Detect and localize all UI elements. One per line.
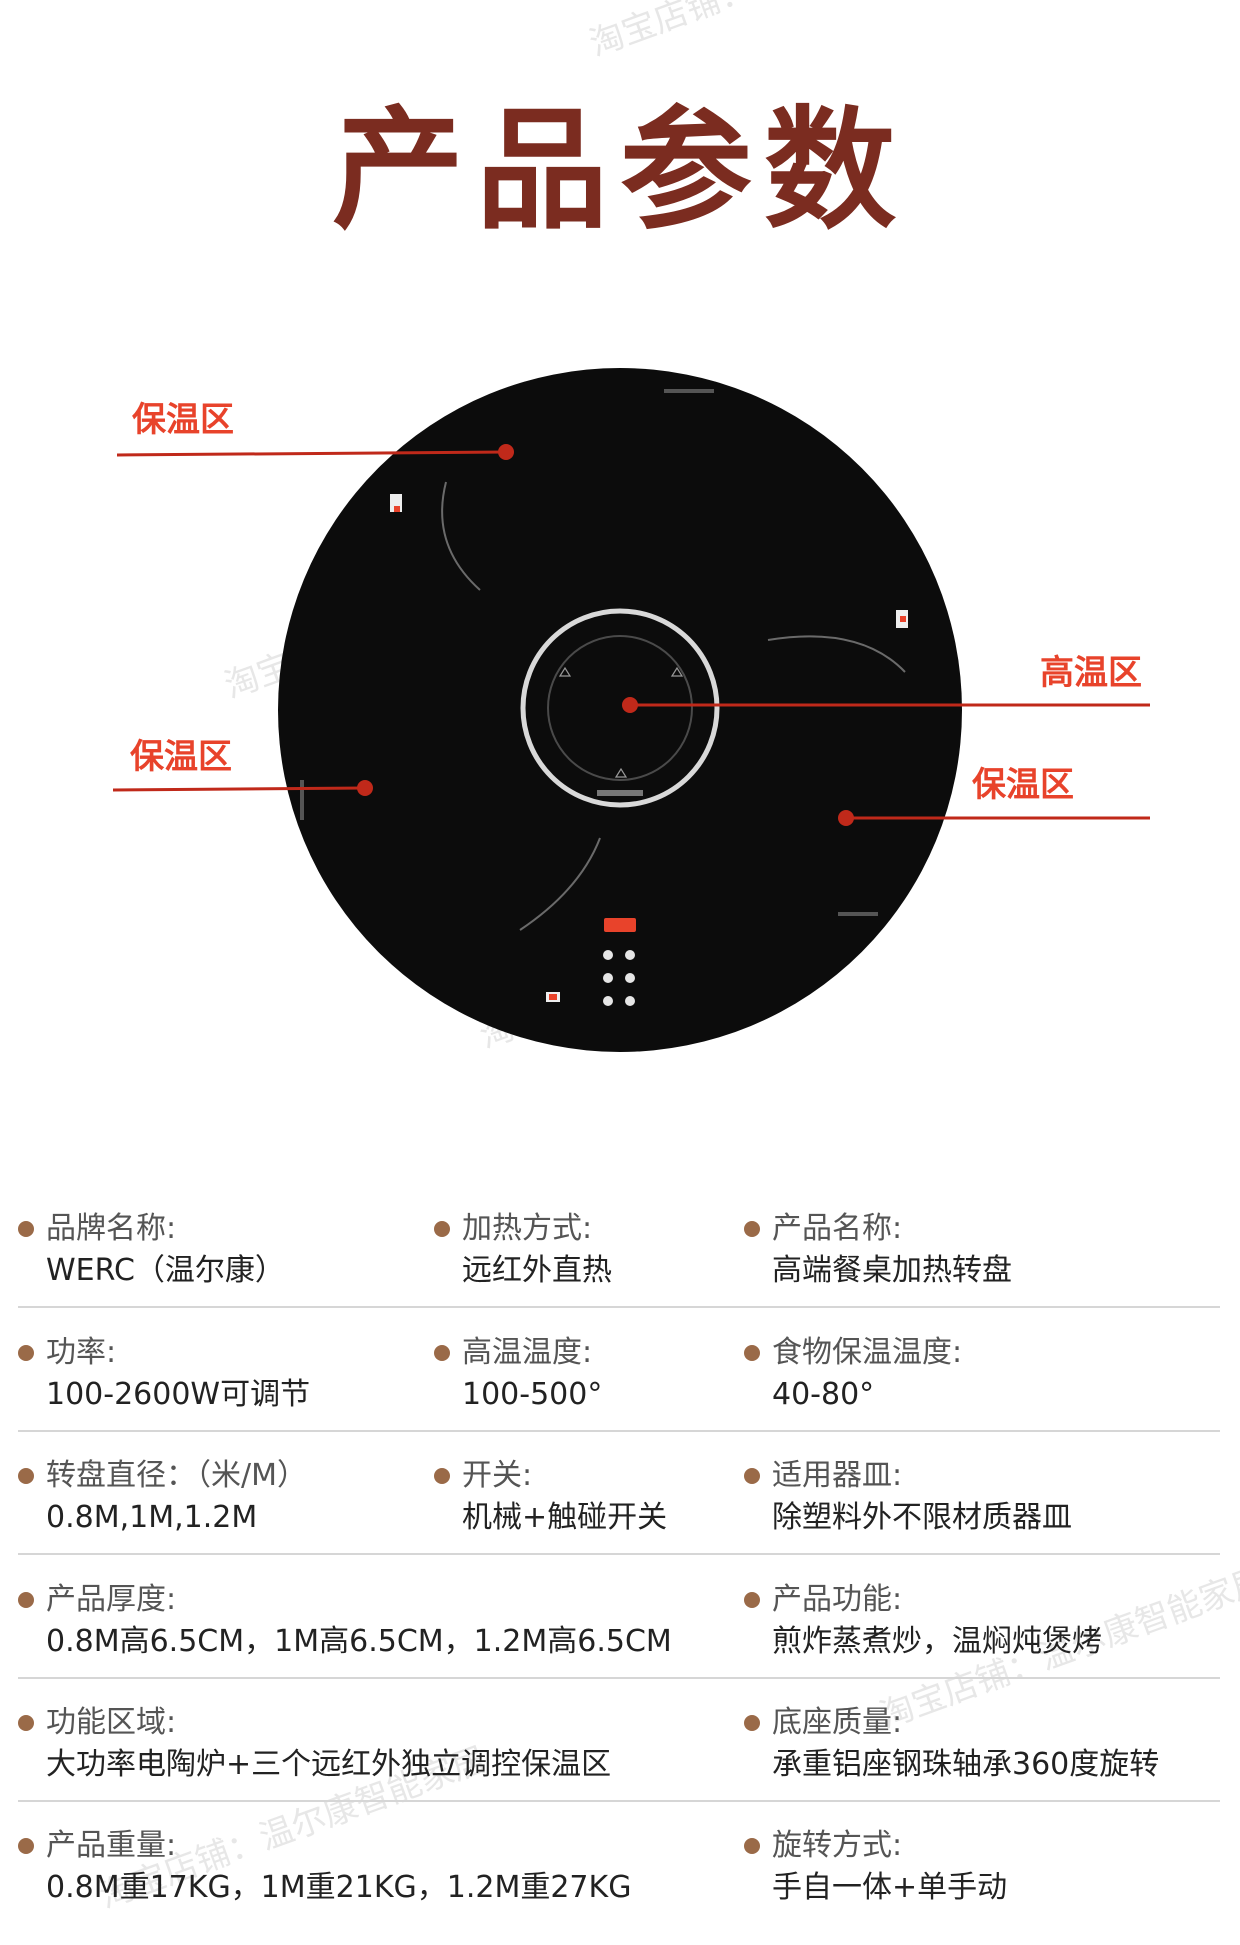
temperature-display xyxy=(604,918,636,932)
bullet-dot xyxy=(744,1715,760,1731)
zone-label-right: 保温区 xyxy=(972,765,1074,805)
row-divider xyxy=(18,1677,1220,1679)
callout-dot xyxy=(838,810,854,826)
zone-label-left: 保温区 xyxy=(130,737,232,777)
callout-dot xyxy=(357,780,373,796)
spec-value: 煎炸蒸煮炒，温焖炖煲烤 xyxy=(772,1624,1102,1659)
spec-label: 品牌名称: xyxy=(46,1211,177,1246)
control-buttons xyxy=(603,950,635,1006)
bullet-dot xyxy=(434,1468,450,1484)
spec-label: 开关: xyxy=(462,1458,533,1493)
row-divider xyxy=(18,1306,1220,1308)
bullet-dot xyxy=(744,1592,760,1608)
bullet-dot xyxy=(744,1221,760,1237)
bullet-dot xyxy=(434,1345,450,1361)
callout-dot xyxy=(498,444,514,460)
zone-indicator-icon xyxy=(549,994,557,1000)
spec-row: 转盘直径：（米/M） 0.8M,1M,1.2M 开关: 机械+触碰开关 适用器皿… xyxy=(18,1451,1220,1575)
spec-row: 功率: 100-2600W可调节 高温温度: 100-500° 食物保温温度: … xyxy=(18,1328,1220,1452)
edge-print xyxy=(300,780,304,820)
warming-zone-arc xyxy=(441,481,481,591)
bullet-dot xyxy=(18,1592,34,1608)
bullet-dot xyxy=(18,1715,34,1731)
spec-value: 承重铝座钢珠轴承360度旋转 xyxy=(772,1747,1160,1782)
bullet-dot xyxy=(744,1838,760,1854)
warming-zone-arc xyxy=(767,635,906,673)
spec-value: 0.8M重17KG，1M重21KG，1.2M重27KG xyxy=(46,1870,632,1905)
spec-value: 0.8M高6.5CM，1M高6.5CM，1.2M高6.5CM xyxy=(46,1624,672,1659)
spec-label: 底座质量: xyxy=(772,1705,903,1740)
spec-label: 产品重量: xyxy=(46,1828,177,1863)
spec-row: 产品厚度: 0.8M高6.5CM，1M高6.5CM，1.2M高6.5CM 产品功… xyxy=(18,1575,1220,1699)
spec-value: 手自一体+单手动 xyxy=(772,1870,1008,1905)
spec-row: 功能区域: 大功率电陶炉+三个远红外独立调控保温区 底座质量: 承重铝座钢珠轴承… xyxy=(18,1698,1220,1822)
spec-value: 机械+触碰开关 xyxy=(462,1500,668,1535)
spec-label: 转盘直径：（米/M） xyxy=(46,1458,307,1493)
spec-value: WERC（温尔康） xyxy=(46,1253,285,1288)
spec-value: 远红外直热 xyxy=(462,1253,612,1288)
zone-label-top-left: 保温区 xyxy=(132,400,234,440)
row-divider xyxy=(18,1553,1220,1555)
spec-label: 功率: xyxy=(46,1335,117,1370)
high-temp-ring xyxy=(520,608,720,808)
spec-label: 产品厚度: xyxy=(46,1582,177,1617)
warning-triangle-icon xyxy=(670,666,684,677)
bullet-dot xyxy=(18,1221,34,1237)
bullet-dot xyxy=(18,1838,34,1854)
row-divider xyxy=(18,1800,1220,1802)
page-title: 产品参数 xyxy=(332,94,908,248)
warning-triangle-icon xyxy=(558,666,572,677)
brand-mark xyxy=(597,790,643,796)
callout-line-left xyxy=(112,786,366,792)
zone-indicator-icon xyxy=(394,506,400,512)
spec-value: 100-2600W可调节 xyxy=(46,1377,311,1412)
callout-line-top-left xyxy=(116,450,507,457)
spec-label: 高温温度: xyxy=(462,1335,593,1370)
spec-label: 功能区域: xyxy=(46,1705,177,1740)
bullet-dot xyxy=(434,1221,450,1237)
edge-print xyxy=(838,912,878,916)
zone-indicator-icon xyxy=(900,616,906,622)
callout-dot xyxy=(622,697,638,713)
spec-value: 高端餐桌加热转盘 xyxy=(772,1253,1012,1288)
spec-value: 100-500° xyxy=(462,1377,603,1412)
spec-label: 产品名称: xyxy=(772,1211,903,1246)
spec-value: 大功率电陶炉+三个远红外独立调控保温区 xyxy=(46,1747,612,1782)
bullet-dot xyxy=(18,1345,34,1361)
warning-triangle-icon xyxy=(614,767,628,778)
product-diagram: 保温区 保温区 高温区 保温区 xyxy=(112,368,1150,1052)
row-divider xyxy=(18,1430,1220,1432)
edge-print xyxy=(664,389,714,393)
spec-value: 除塑料外不限材质器皿 xyxy=(772,1500,1072,1535)
spec-label: 适用器皿: xyxy=(772,1458,903,1493)
spec-value: 40-80° xyxy=(772,1377,875,1412)
spec-label: 旋转方式: xyxy=(772,1828,903,1863)
spec-value: 0.8M,1M,1.2M xyxy=(46,1500,258,1535)
spec-label: 加热方式: xyxy=(462,1211,593,1246)
bullet-dot xyxy=(18,1468,34,1484)
bullet-dot xyxy=(744,1345,760,1361)
spec-row: 品牌名称: WERC（温尔康） 加热方式: 远红外直热 产品名称: 高端餐桌加热… xyxy=(18,1204,1220,1328)
bullet-dot xyxy=(744,1468,760,1484)
spec-label: 食物保温温度: xyxy=(772,1335,963,1370)
spec-row: 产品重量: 0.8M重17KG，1M重21KG，1.2M重27KG 旋转方式: … xyxy=(18,1821,1220,1945)
turntable-plate xyxy=(278,368,962,1052)
cooktop-diagram xyxy=(112,368,1150,1052)
zone-label-high-temp: 高温区 xyxy=(1040,653,1142,693)
high-temp-inner-ring xyxy=(547,635,693,781)
spec-label: 产品功能: xyxy=(772,1582,903,1617)
warming-zone-arc xyxy=(519,837,601,931)
